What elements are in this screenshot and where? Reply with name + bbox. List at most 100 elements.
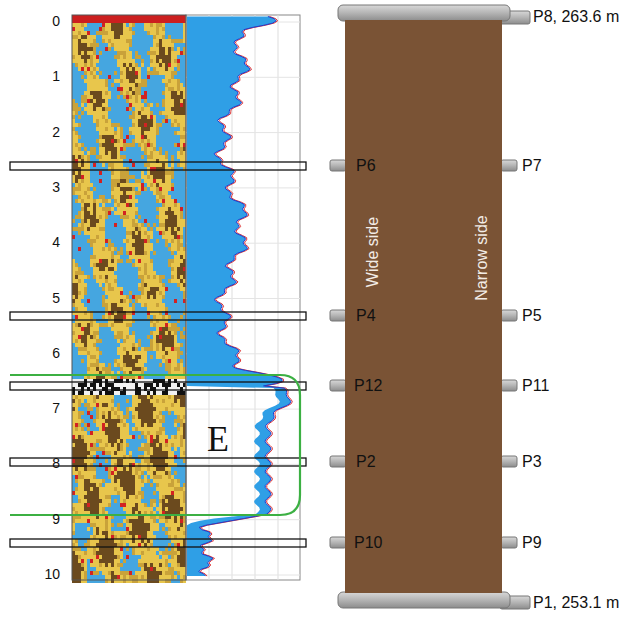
image-cell — [159, 111, 162, 115]
image-cell — [165, 39, 168, 43]
image-cell — [180, 195, 183, 199]
image-cell — [96, 163, 99, 167]
image-cell — [93, 27, 96, 31]
image-cell — [132, 31, 135, 35]
image-cell — [174, 179, 177, 183]
image-cell — [156, 31, 159, 35]
image-cell — [150, 95, 153, 99]
image-cell — [132, 67, 135, 71]
image-cell — [108, 123, 111, 127]
image-cell — [87, 191, 90, 195]
image-cell — [150, 51, 153, 55]
image-cell — [138, 91, 141, 95]
image-cell — [117, 27, 120, 31]
image-cell — [132, 39, 135, 43]
image-cell — [147, 67, 150, 71]
image-cell — [180, 83, 183, 87]
image-cell — [168, 43, 171, 47]
image-cell — [93, 19, 96, 23]
image-cell — [168, 127, 171, 131]
image-cell — [129, 151, 132, 155]
image-cell — [153, 19, 156, 23]
image-cell — [81, 39, 84, 43]
image-cell — [171, 151, 174, 155]
image-cell — [138, 203, 141, 207]
image-cell — [135, 207, 138, 211]
image-cell — [126, 75, 129, 79]
image-cell — [99, 55, 102, 59]
image-cell — [102, 183, 105, 187]
image-cell — [96, 71, 99, 75]
image-cell — [123, 75, 126, 79]
image-cell — [150, 27, 153, 31]
image-cell — [126, 219, 129, 223]
image-cell — [102, 107, 105, 111]
image-cell — [120, 191, 123, 195]
image-cell — [90, 215, 93, 219]
image-cell — [99, 23, 102, 27]
image-cell — [117, 43, 120, 47]
image-cell — [108, 215, 111, 219]
image-cell — [177, 31, 180, 35]
image-cell — [180, 179, 183, 183]
image-cell — [135, 155, 138, 159]
image-cell — [165, 75, 168, 79]
image-cell — [93, 111, 96, 115]
image-cell — [141, 155, 144, 159]
image-cell — [165, 147, 168, 151]
image-cell — [168, 95, 171, 99]
image-cell — [138, 127, 141, 131]
image-cell — [84, 39, 87, 43]
image-cell — [168, 175, 171, 179]
image-cell — [153, 215, 156, 219]
image-cell — [84, 207, 87, 211]
image-cell — [168, 23, 171, 27]
image-cell — [93, 203, 96, 207]
image-cell — [84, 127, 87, 131]
image-cell — [147, 211, 150, 215]
image-cell — [87, 59, 90, 63]
image-cell — [123, 143, 126, 147]
image-cell — [102, 203, 105, 207]
image-cell — [96, 87, 99, 91]
image-cell — [84, 147, 87, 151]
image-cell — [141, 91, 144, 95]
image-cell — [99, 179, 102, 183]
image-cell — [144, 123, 147, 127]
image-cell — [159, 207, 162, 211]
image-cell — [144, 23, 147, 27]
image-cell — [129, 79, 132, 83]
image-cell — [123, 131, 126, 135]
image-cell — [123, 115, 126, 119]
image-cell — [180, 27, 183, 31]
image-cell — [123, 119, 126, 123]
image-cell — [168, 111, 171, 115]
image-cell — [78, 151, 81, 155]
image-cell — [150, 47, 153, 51]
image-cell — [138, 27, 141, 31]
image-cell — [147, 103, 150, 107]
image-cell — [126, 191, 129, 195]
image-cell — [87, 155, 90, 159]
image-cell — [129, 39, 132, 43]
image-cell — [78, 215, 81, 219]
image-cell — [111, 35, 114, 39]
image-cell — [114, 75, 117, 79]
image-cell — [165, 55, 168, 59]
image-cell — [111, 115, 114, 119]
image-cell — [177, 135, 180, 139]
image-cell — [153, 23, 156, 27]
image-cell — [102, 43, 105, 47]
image-cell — [102, 207, 105, 211]
image-cell — [135, 83, 138, 87]
image-cell — [96, 131, 99, 135]
image-cell — [168, 15, 171, 19]
image-cell — [90, 99, 93, 103]
image-cell — [168, 63, 171, 67]
image-cell — [180, 127, 183, 131]
image-cell — [102, 123, 105, 127]
image-cell — [147, 87, 150, 91]
image-cell — [126, 23, 129, 27]
image-cell — [168, 87, 171, 91]
image-cell — [99, 151, 102, 155]
